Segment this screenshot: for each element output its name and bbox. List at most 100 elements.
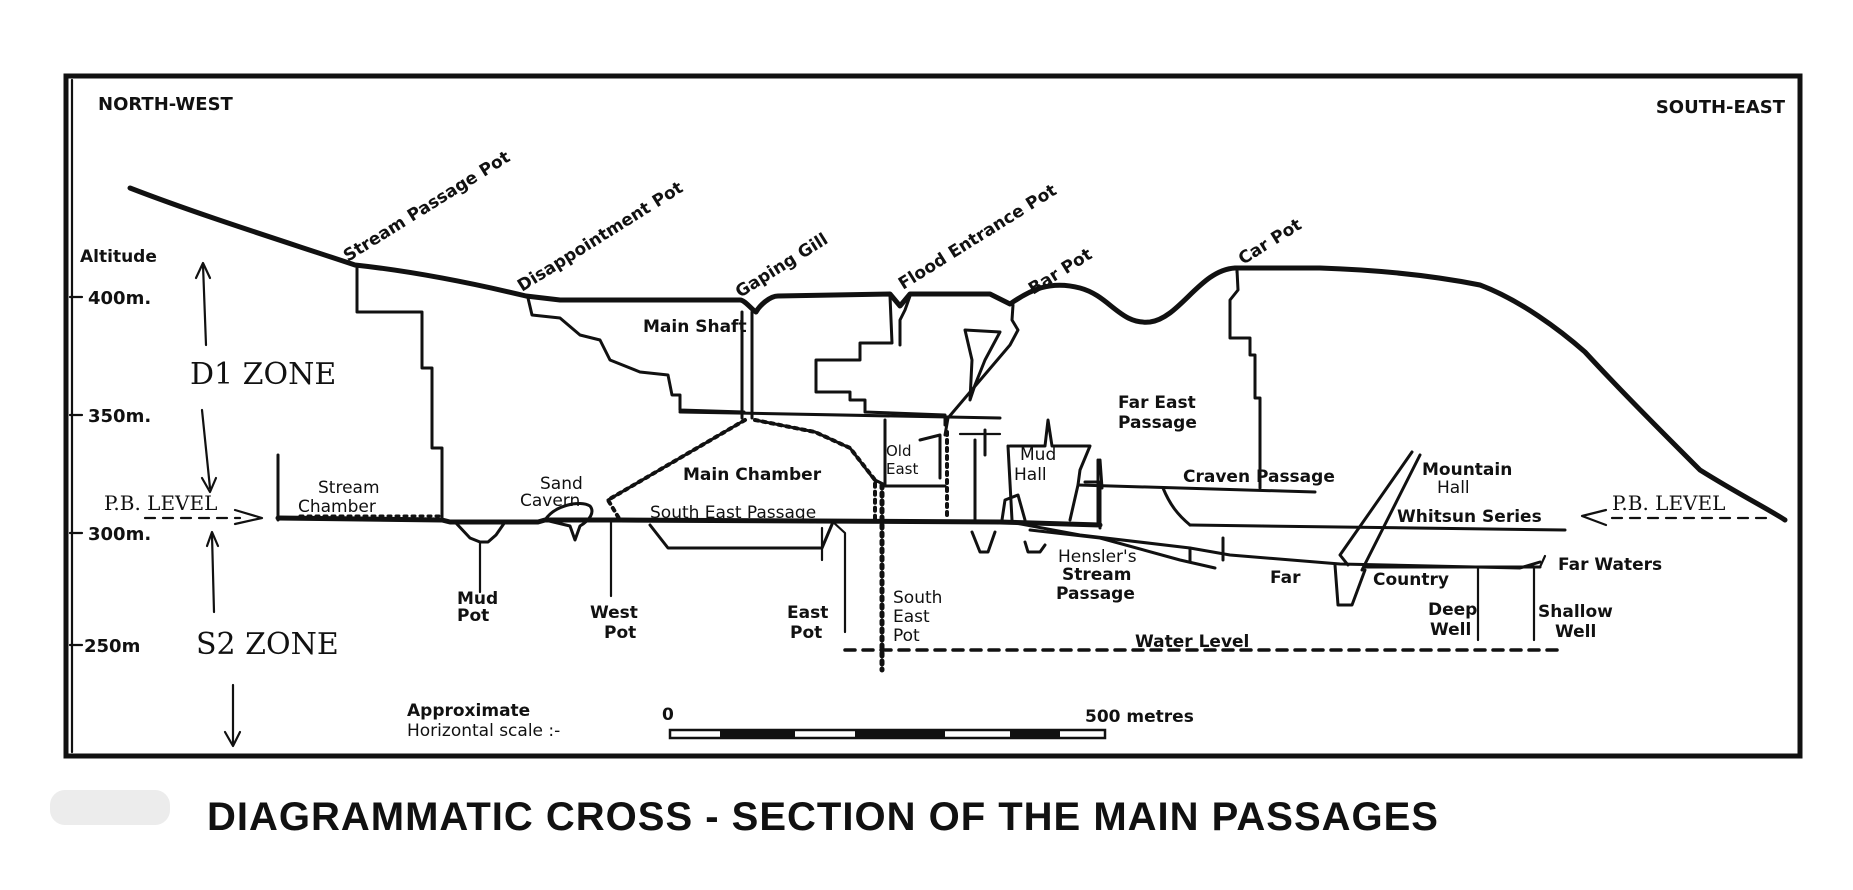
hensler-passage-lower [1028,528,1217,570]
tick-label-400: 400m. [88,288,151,309]
scale-bar [668,728,1107,740]
direction-south-east: SOUTH-EAST [1656,97,1786,118]
main-shaft-label: Main Shaft [643,317,747,337]
mountain-hall-label-1: Mountain [1422,460,1512,480]
old-east-passage [873,418,947,488]
hensler-label-2: Stream [1062,565,1131,585]
mud-pot-depression [453,520,507,544]
mud-hall-floor-arch [1000,493,1027,522]
flood-entrance-pot-passage [814,294,947,427]
old-east-label-1: Old [886,442,912,460]
pb-level-left-arrow [233,508,264,526]
scale-bar-segment-2 [855,730,945,738]
altitude-axis-label: Altitude [80,247,157,267]
water-level-label: Water Level [1135,632,1249,652]
scale-label-2: Horizontal scale :- [407,721,560,741]
south-east-pot-label-2: East [893,607,930,627]
deep-well-label-1: Deep [1428,600,1477,620]
surface-profile [127,185,1788,523]
far-east-passage-label-2: Passage [1118,413,1197,433]
mud-pot-label-1: Mud [457,589,498,609]
stream-chamber-label-1: Stream [318,478,380,498]
mud-hall-label-2: Hall [1014,465,1047,485]
pool-u-right [1023,540,1047,554]
zone-d1-down-arrow [200,408,212,490]
mud-pot-label-2: Pot [457,606,489,626]
zone-s2-up-arrow [210,533,216,614]
south-east-pot-label-3: Pot [893,626,920,646]
far-east-passage-label-1: Far East [1118,393,1196,413]
mountain-hall-label-2: Hall [1437,478,1470,498]
sand-cavern-label-1: Sand [540,474,583,494]
stream-chamber-label-2: Chamber [298,497,376,517]
stream-passage-pot-shaft [355,264,444,522]
far-country-label-2: Country [1373,570,1449,590]
scale-label-1: Approximate [407,701,530,721]
entrance-label-gaping-gill: Gaping Gill [732,230,832,303]
zone-s2-down-arrow-head [223,730,242,748]
old-east-label-2: East [886,460,918,478]
mud-hall-outline [1008,418,1092,522]
scale-start-label: 0 [662,705,674,725]
shallow-well-label-2: Well [1555,622,1596,642]
sand-cavern [543,502,594,542]
far-country-pit [1333,563,1367,607]
zone-d1-label: D1 ZONE [190,357,336,392]
mountain-hall-shaft-right [1360,453,1422,572]
scale-bar-segment-1 [720,730,795,738]
mud-hall-left [1006,444,1014,522]
south-east-pot-label-1: South [893,588,942,608]
bar-pot-shaft [943,303,1020,437]
hensler-label-1: Hensler's [1058,547,1137,567]
smudge-mark [50,790,170,825]
mud-hall-label-1: Mud [1020,445,1056,465]
tick-label-350: 350m. [88,406,151,427]
zone-d1-down-arrow-head [200,476,218,494]
zone-s2-label: S2 ZONE [196,627,339,662]
zone-d1-up-arrow [201,263,208,347]
pb-level-right-arrow [1580,508,1608,527]
pb-level-left-label: P.B. LEVEL [104,491,217,515]
upper-level-passage [678,410,1002,420]
main-chamber-label: Main Chamber [683,465,822,485]
lower-trough [648,520,835,550]
south-east-passage-label: South East Passage [650,503,816,523]
zone-s2-up-arrow-head [205,530,220,548]
whitsun-series-label: Whitsun Series [1397,507,1542,527]
entrance-label-disappointment-pot: Disappointment Pot [514,178,687,296]
far-waters-arrow [1538,554,1547,569]
bar-pot-side-cave [963,328,1002,402]
west-pot-label-1: West [590,603,638,623]
scale-bar-segment-3 [1010,730,1060,738]
craven-passage-label: Craven Passage [1183,467,1335,487]
far-waters-label: Far Waters [1558,555,1662,575]
tick-label-250: 250m [84,636,140,657]
whitsun-series-line [1188,523,1567,532]
east-pot-label-1: East [787,603,828,623]
main-streamway [275,515,1103,528]
pb-level-right-label: P.B. LEVEL [1612,491,1725,515]
zone-d1-up-arrow-head [194,261,212,280]
entrance-label-car-pot: Car Pot [1235,215,1305,269]
disappointment-pot-passage [526,296,746,414]
direction-north-west: NORTH-WEST [98,94,234,115]
deep-well-label-2: Well [1430,620,1471,640]
west-pot-label-2: Pot [604,623,636,643]
sand-cavern-label-2: Cavern [520,491,580,511]
diagram-title: DIAGRAMMATIC CROSS - SECTION OF THE MAIN… [207,795,1439,839]
east-pot-line [831,520,847,634]
far-east-passage-wall [1228,268,1262,490]
east-pot-label-2: Pot [790,623,822,643]
craven-curve [1161,486,1192,527]
craven-passage-line [1076,483,1317,494]
scale-end-label: 500 metres [1085,707,1194,727]
hensler-label-3: Passage [1056,584,1135,604]
diagram-frame [63,73,1803,759]
far-country-label-1: Far [1270,568,1301,588]
flood-entrance-inner [898,294,912,347]
pool-v-left [970,530,997,554]
shallow-well-label-1: Shallow [1538,602,1613,622]
tick-label-300: 300m. [88,524,151,545]
entrance-label-stream-passage-pot: Stream Passage Pot [340,147,514,266]
